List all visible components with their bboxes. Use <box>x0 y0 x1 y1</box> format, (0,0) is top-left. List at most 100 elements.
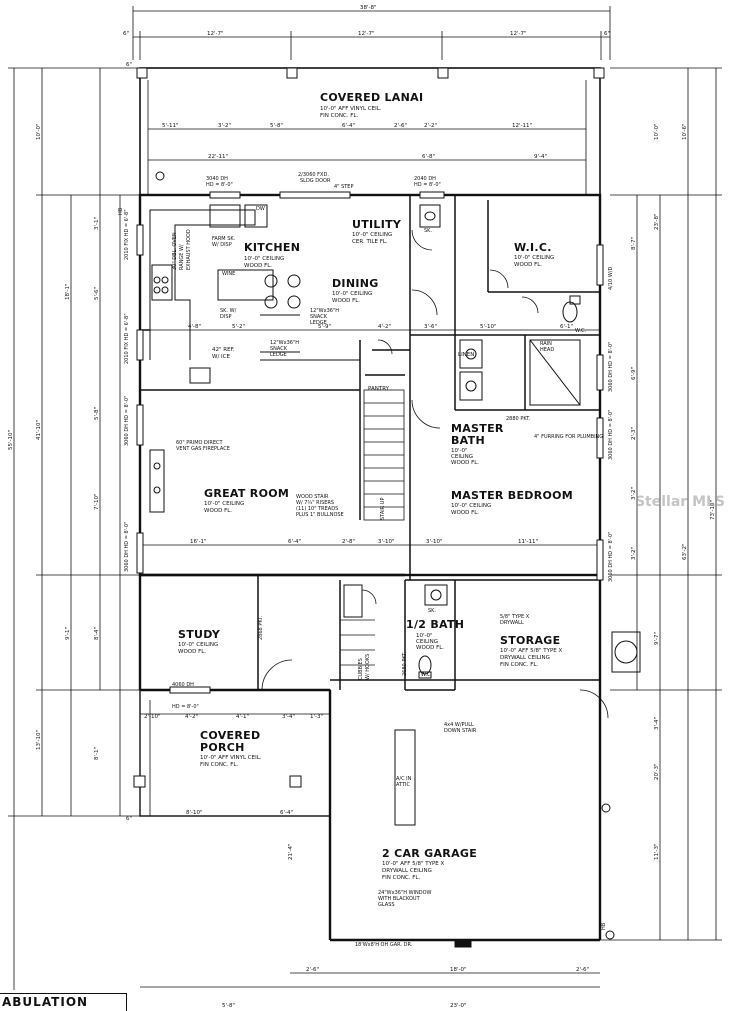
note-hbath-3: WOOD FL. <box>416 645 444 651</box>
note-hb: HB <box>601 922 607 930</box>
window-tag-6: 3060 DH HD = 8'-0" <box>608 410 614 460</box>
note-oven-3: EXHAUST HOOD <box>186 229 192 270</box>
dim-left-top: 10'-0" <box>36 123 42 140</box>
note-mbath-2: CEILING <box>451 454 473 460</box>
label-rain-head: RAIN <box>540 341 552 347</box>
room-label-porch: COVERED <box>200 729 260 742</box>
note-stair: WOOD STAIR <box>296 494 329 500</box>
dim-porch-2: 4'-2" <box>185 714 198 720</box>
dim-left-outer: 55'-10" <box>8 430 14 450</box>
dim-lanai-1: 5'-11" <box>162 123 179 129</box>
room-label-porch-2: PORCH <box>200 741 245 754</box>
dim-mid-6b: 6" <box>126 816 132 822</box>
dim-lanai-4: 6'-4" <box>342 123 355 129</box>
dim-porch-1: 2'-10" <box>144 714 161 720</box>
note-snack-ledge-b: 12"Wx36"H <box>270 340 299 346</box>
note-hbath-1: 10'-0" <box>416 633 433 639</box>
dim-kit-7: 6'-1" <box>560 324 573 330</box>
dim-right-4b: 6'-9" <box>631 367 637 380</box>
dining-table <box>264 274 301 309</box>
note-stair-2: W/ 7¾" RISERS <box>296 500 334 506</box>
note-gar-door: 18'Wx8'H OH GAR. DR. <box>355 942 413 948</box>
window-tag-2: 2010 FIX HD = 6'-8" <box>124 314 130 365</box>
note-mbed-1: 10'-0" CEILING <box>451 503 491 509</box>
dim-great-3: 2'-8" <box>342 539 355 545</box>
dim-great-2: 6'-4" <box>288 539 301 545</box>
note-study-1: 10'-0" CEILING <box>178 642 218 648</box>
dim-bottom-3: 2'-6" <box>576 967 589 973</box>
dim-lanai2-1: 22'-11" <box>208 154 228 160</box>
note-sk-disp: SK. W/ <box>220 308 237 314</box>
dim-bottom-overall-2: 23'-0" <box>450 1003 467 1009</box>
room-label-master-bedroom: MASTER BEDROOM <box>451 489 573 502</box>
dim-porch-bot-2: 6'-4" <box>280 810 293 816</box>
dim-lanai-6: 2'-2" <box>424 123 437 129</box>
note-garage-3: FIN CONC. FL. <box>382 875 420 881</box>
note-wic-1: 10'-0" CEILING <box>514 255 554 261</box>
room-label-utility: UTILITY <box>352 218 402 231</box>
stairs <box>340 389 405 666</box>
note-step: 4" STEP <box>334 184 353 190</box>
dim-bottom-1: 2'-6" <box>306 967 319 973</box>
window-tag-5: 3060 DH HD = 8'-0" <box>608 342 614 392</box>
room-label-dining: DINING <box>332 277 379 290</box>
dim-right-4a: 8'-7" <box>631 237 637 250</box>
note-sk-util: SK. <box>424 228 432 234</box>
note-snack-ledge-2: SNACK <box>310 314 328 320</box>
note-hw-attic: 4x4 W/PULL <box>444 722 474 728</box>
note-window-garage-2: WITH BLACKOUT <box>378 896 421 902</box>
note-utility-1: 10'-0" CEILING <box>352 232 392 238</box>
dim-right-3e: 20'-3" <box>654 763 660 780</box>
note-snack-ledge-b3: LEDGE <box>270 352 287 358</box>
room-label-master-bath: MASTER <box>451 422 504 435</box>
dim-top-seg-3: 12'-7" <box>510 31 527 37</box>
note-wic-2: WOOD FL. <box>514 262 542 268</box>
note-sliding-door: 2/3060 FXD. <box>298 172 329 178</box>
note-oven: 30" DBL. OVEN <box>172 232 178 270</box>
note-ref-2: W/ ICE <box>212 354 231 360</box>
door-swings <box>261 229 609 719</box>
note-window-garage: 24"Wx36"H WINDOW <box>378 890 432 896</box>
note-farm-sink: FARM SK. <box>212 236 236 242</box>
note-pkt-bath: 2880 PKT. <box>506 416 531 422</box>
room-label-kitchen: KITCHEN <box>244 241 300 254</box>
dim-left-3b: 9'-1" <box>65 627 71 640</box>
room-label-half-bath: 1/2 BATH <box>406 618 464 631</box>
dim-right-2a: 10'-6" <box>682 123 688 140</box>
note-pkt-half: 2680 PKT. <box>402 651 408 676</box>
window-tag-4: 3060 DH HD = 8'-0" <box>124 522 130 572</box>
note-hw-attic-2: DOWN STAIR <box>444 728 477 734</box>
dim-top-6a: 6" <box>123 31 129 37</box>
dim-left-4c: 5'-8" <box>94 407 100 420</box>
note-farm-sink-2: W/ DISP <box>212 242 232 248</box>
dim-left-4b: 5'-6" <box>94 287 100 300</box>
room-label-lanai: COVERED LANAI <box>320 91 423 104</box>
note-dh-lanai-r2: HD = 8'-0" <box>414 182 441 188</box>
dim-great-1: 16'-1" <box>190 539 207 545</box>
note-wc-master: W.C. <box>575 328 586 334</box>
note-oven-2: RANGE W/ <box>179 244 185 270</box>
dim-great-6: 11'-11" <box>518 539 538 545</box>
porch-outline <box>139 689 331 817</box>
note-garage-1: 10'-0" AFF 5/8" TYPE X <box>382 861 444 867</box>
window-tag-1: 2010 FIX HD = 6'-8" <box>124 210 130 261</box>
note-porch-2: FIN CONC. FL. <box>200 762 238 768</box>
room-label-study: STUDY <box>178 628 221 641</box>
dim-kit-3: 5'-9" <box>318 324 331 330</box>
note-ac-attic: A/C IN <box>396 776 412 782</box>
note-storage-1: 10'-0" AFF 5/8" TYPE X <box>500 648 562 654</box>
note-dh-porch-2: HD = 8'-0" <box>172 704 199 710</box>
dim-left-2: 41'-10" <box>36 420 42 440</box>
dim-left-4e: 8'-4" <box>94 627 100 640</box>
dim-right-4e: 3'-2" <box>631 547 637 560</box>
room-label-master-bath-2: BATH <box>451 434 485 447</box>
note-mbed-2: WOOD FL. <box>451 510 479 516</box>
note-dh-lanai-r: 2040 DH <box>414 176 436 182</box>
windows <box>136 191 604 694</box>
note-ac-attic-2: ATTIC <box>396 782 411 788</box>
dim-lanai-7: 12'-11" <box>512 123 532 129</box>
note-kitchen-1: 10'-0" CEILING <box>244 256 284 262</box>
note-dh-lanai-l2: HD = 8'-0" <box>206 182 233 188</box>
note-wc: W.C. <box>421 672 432 678</box>
